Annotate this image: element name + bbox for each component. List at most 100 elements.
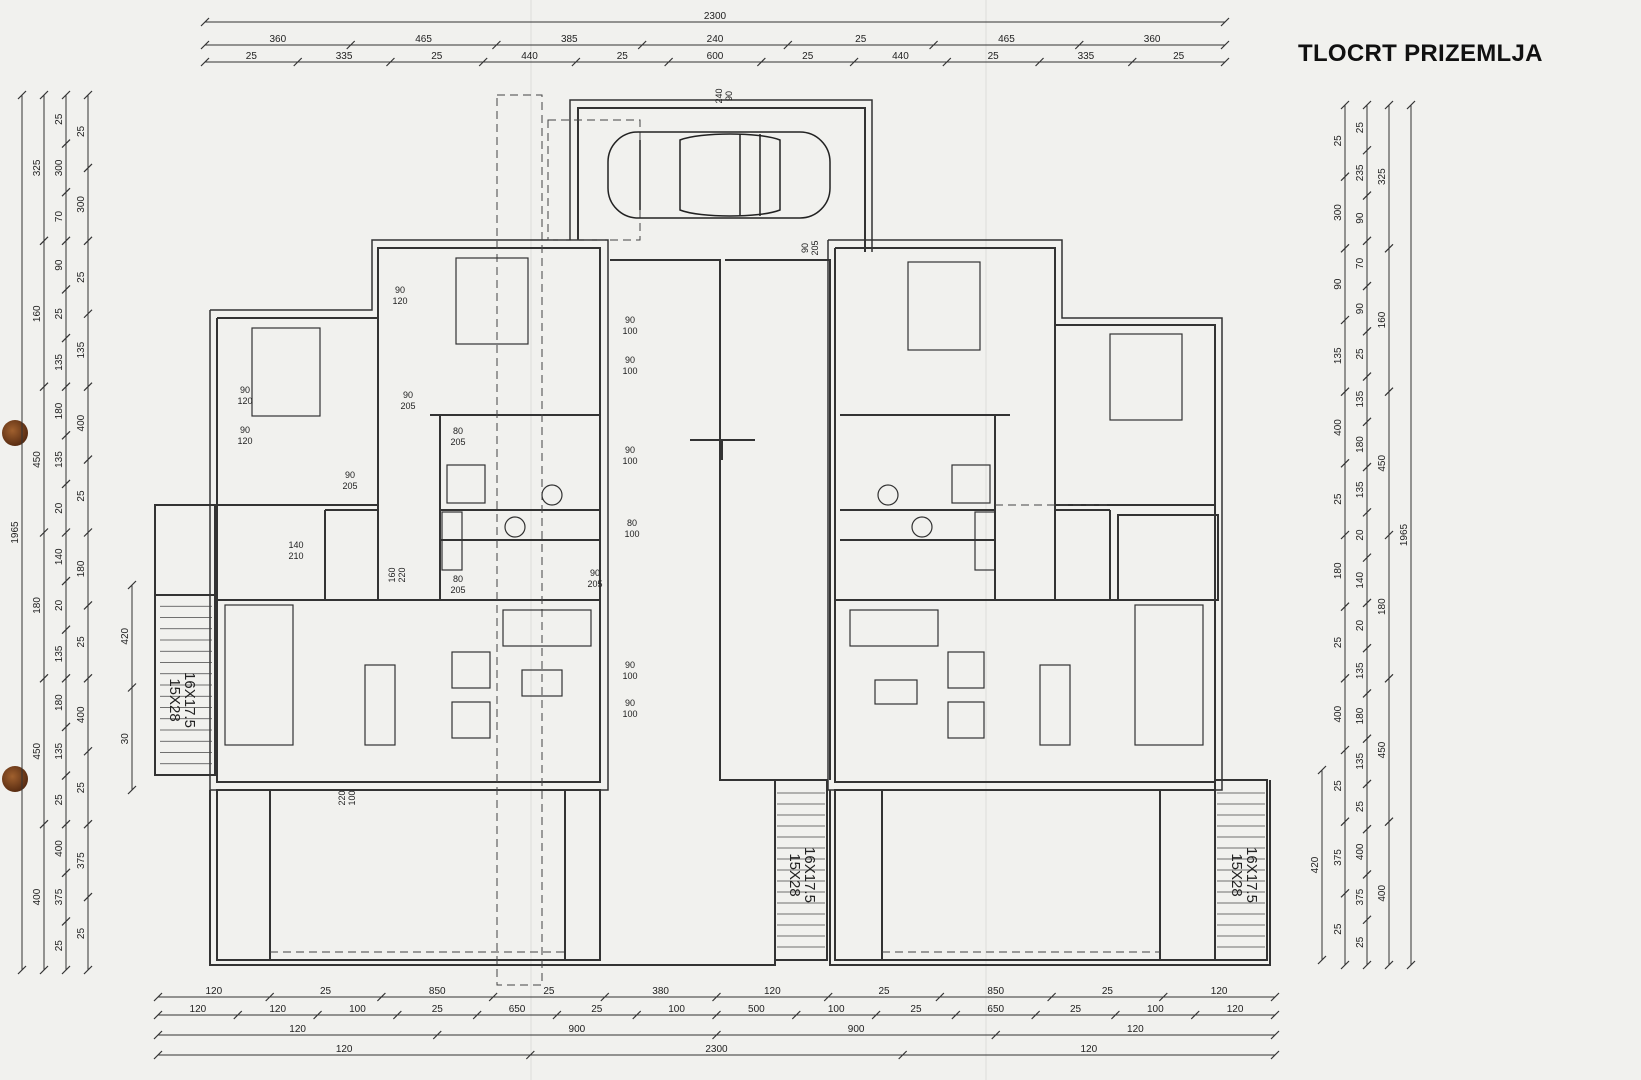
dimension-label: 25 — [591, 1004, 603, 1015]
dimension-tick — [432, 1030, 442, 1040]
dimension-tick — [1362, 643, 1372, 653]
opening-label: 90 — [625, 355, 635, 365]
opening-label: 90 — [625, 698, 635, 708]
opening-label: 210 — [288, 551, 303, 561]
dimension-tick — [61, 965, 71, 975]
dimension-tick — [712, 992, 721, 1002]
dimension-label: 300 — [76, 196, 87, 213]
dimension-tick — [991, 1030, 1001, 1040]
dimension-tick — [571, 57, 581, 67]
dimension-tick — [1340, 530, 1350, 540]
opening-label: 90 — [800, 243, 810, 253]
dimension-label: 100 — [1147, 1004, 1164, 1015]
dimension-tick — [265, 992, 275, 1002]
dimension-tick — [712, 1010, 721, 1020]
opening-label: 205 — [810, 240, 820, 255]
opening-label: 90 — [345, 470, 355, 480]
dimension-tick — [1362, 191, 1372, 200]
dimension-label: 450 — [32, 451, 43, 468]
dimension-tick — [153, 1050, 163, 1060]
dimension-label: 25 — [54, 940, 65, 952]
dimension-tick — [1340, 387, 1350, 397]
dimension-label: 135 — [1355, 662, 1366, 679]
dimension-tick — [935, 992, 945, 1002]
dimension-label: 25 — [1355, 936, 1366, 948]
dimension-label: 450 — [32, 742, 43, 759]
dimension-label: 90 — [1355, 212, 1366, 224]
opening-label: 90 — [724, 91, 734, 101]
dimension-label: 25 — [1333, 135, 1344, 147]
dimension-label: 180 — [54, 402, 65, 419]
dimension-tick — [664, 57, 674, 67]
dimension-label: 160 — [1377, 311, 1388, 328]
dimension-label: 25 — [76, 636, 87, 648]
opening-label: 100 — [622, 366, 637, 376]
dimension-label: 25 — [988, 51, 1000, 62]
dimension-tick — [83, 819, 93, 829]
drawing-title: TLOCRT PRIZEMLJA — [1298, 40, 1543, 67]
opening-label: 100 — [622, 326, 637, 336]
dimension-tick — [1340, 602, 1350, 612]
dimension-tick — [1384, 243, 1394, 253]
dimension-tick — [61, 771, 71, 780]
dimension-tick — [1340, 172, 1350, 182]
dimension-tick — [39, 382, 49, 392]
dimension-label: 20 — [1355, 529, 1366, 541]
dimension-label: 1965 — [10, 521, 21, 544]
dimension-label: 25 — [617, 51, 629, 62]
dimension-label: 180 — [1333, 562, 1344, 579]
dimension-label: 400 — [1355, 843, 1366, 860]
binder-hole — [2, 766, 28, 792]
dimension-tick — [1340, 888, 1350, 898]
opening-label: 100 — [622, 709, 637, 719]
dimension-tick — [153, 992, 163, 1002]
stair-label: 15X28 — [786, 853, 803, 896]
dimension-tick — [492, 40, 501, 50]
dimension-tick — [83, 600, 93, 610]
dimension-tick — [1384, 817, 1394, 827]
bed-icon — [455, 257, 529, 345]
dimension-label: 25 — [54, 308, 65, 320]
dimension-tick — [386, 57, 395, 67]
dimension-label: 400 — [1377, 885, 1388, 902]
dimension-tick — [61, 625, 71, 635]
opening-label: 160 — [387, 567, 397, 582]
dimension-tick — [1362, 417, 1372, 427]
dimension-tick — [1384, 530, 1394, 540]
dimension-tick — [83, 309, 93, 319]
opening-label: 90 — [625, 660, 635, 670]
dimension-ticks — [17, 17, 1416, 1060]
dimension-label: 400 — [32, 888, 43, 905]
dimension-tick — [83, 892, 93, 902]
opening-label: 140 — [288, 540, 303, 550]
dimension-tick — [392, 1010, 402, 1020]
dimension-tick — [39, 673, 49, 683]
furniture — [224, 257, 1204, 746]
dimension-label: 90 — [1355, 303, 1366, 315]
dimension-label: 120 — [1080, 1044, 1097, 1055]
stair-label: 15X28 — [1228, 853, 1245, 896]
dimension-tick — [346, 40, 356, 50]
dimension-tick — [1047, 992, 1057, 1002]
dimension-label: 25 — [246, 51, 258, 62]
dimension-label: 600 — [707, 51, 724, 62]
dimension-tick — [83, 673, 93, 683]
dimension-tick — [233, 1010, 243, 1020]
dimension-label: 25 — [1333, 923, 1344, 935]
dimension-label: 160 — [32, 305, 43, 322]
dimension-tick — [83, 90, 93, 100]
dimension-label: 120 — [1227, 1004, 1244, 1015]
dimension-tick — [1362, 870, 1372, 879]
dimension-tick — [39, 965, 49, 975]
dimension-tick — [1362, 598, 1372, 608]
dimension-label: 440 — [892, 51, 909, 62]
dimension-label: 25 — [1173, 51, 1185, 62]
dimension-label: 450 — [1377, 741, 1388, 758]
dimension-label: 440 — [521, 51, 538, 62]
dimension-tick — [1035, 57, 1044, 67]
dimension-label: 465 — [998, 34, 1015, 45]
dimension-label: 25 — [1333, 637, 1344, 649]
dimension-tick — [83, 455, 93, 465]
dimension-label: 180 — [1355, 707, 1366, 724]
